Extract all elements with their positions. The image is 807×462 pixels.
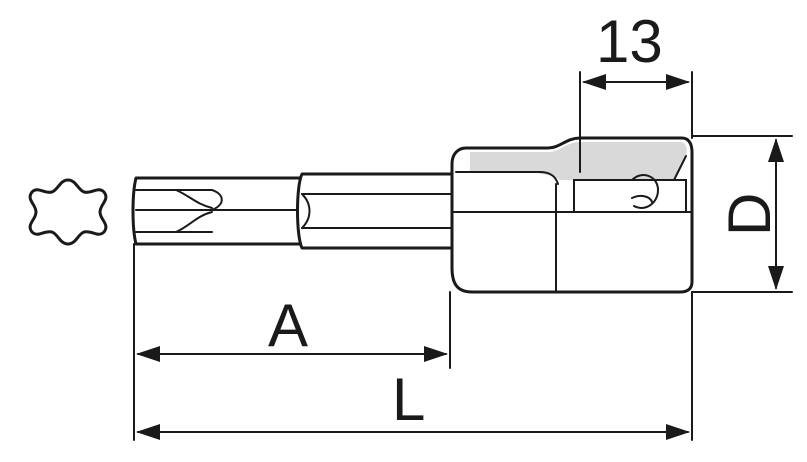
socket-body <box>450 136 694 294</box>
shank-length-dimension: A <box>133 243 451 441</box>
shank-length-label: A <box>268 292 308 359</box>
drive-size-label: 13 <box>596 8 663 75</box>
hex-shank <box>296 172 456 250</box>
overall-length-dimension: L <box>136 291 693 441</box>
diameter-dimension: D <box>691 135 793 293</box>
diameter-label: D <box>716 193 783 236</box>
torx-star-icon <box>28 178 108 246</box>
drive-size-dimension: 13 <box>579 8 693 173</box>
overall-length-label: L <box>392 366 425 433</box>
bit-tip <box>131 176 304 246</box>
